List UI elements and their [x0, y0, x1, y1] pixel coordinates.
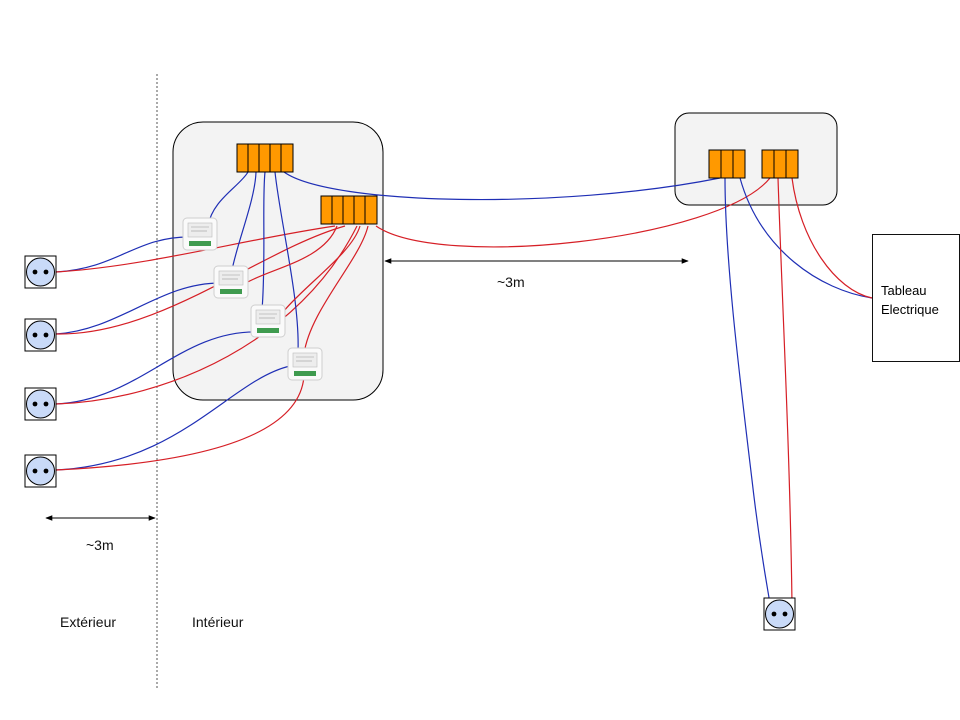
relay-module-icon	[213, 265, 249, 299]
panel-label-line1: Tableau	[881, 283, 927, 298]
panel-label-line2: Electrique	[881, 302, 939, 317]
socket-icon	[24, 255, 57, 289]
wire-neutral	[724, 177, 771, 605]
socket-icon	[24, 454, 57, 488]
wire-neutral	[55, 282, 223, 335]
relay-module-icon	[250, 304, 286, 338]
wire-neutral	[283, 171, 721, 201]
wire-neutral	[739, 177, 873, 299]
exterior-label: Extérieur	[60, 614, 117, 630]
wire-live	[375, 177, 771, 248]
distance-label-left: ~3m	[86, 537, 114, 553]
socket-icon	[763, 597, 796, 631]
socket-icon	[24, 387, 57, 421]
wire-neutral	[231, 171, 257, 271]
socket-icon	[24, 318, 57, 352]
interior-junction-box	[172, 121, 384, 401]
terminal-block-icon	[761, 149, 799, 179]
electrical-panel: Tableau Electrique	[872, 234, 960, 362]
distance-label-right: ~3m	[497, 274, 525, 290]
terminal-block-icon	[236, 143, 294, 173]
wire-live	[55, 225, 346, 335]
electrical-panel-label: Tableau Electrique	[881, 281, 939, 319]
wire-live	[303, 225, 369, 355]
wire-neutral	[261, 171, 266, 311]
terminal-block-icon	[708, 149, 746, 179]
wire-live	[777, 177, 793, 605]
relay-module-icon	[182, 217, 218, 251]
wire-neutral	[274, 171, 299, 353]
wire-live	[791, 177, 873, 299]
wire-neutral	[55, 331, 259, 405]
wire-neutral	[55, 365, 291, 471]
terminal-block-icon	[320, 195, 378, 225]
wire-live	[55, 225, 358, 405]
wire-live	[55, 225, 336, 273]
relay-module-icon	[287, 347, 323, 381]
wire-live	[55, 375, 305, 471]
remote-junction-box	[674, 112, 838, 206]
interior-label: Intérieur	[192, 614, 244, 630]
wire-neutral	[55, 236, 193, 273]
